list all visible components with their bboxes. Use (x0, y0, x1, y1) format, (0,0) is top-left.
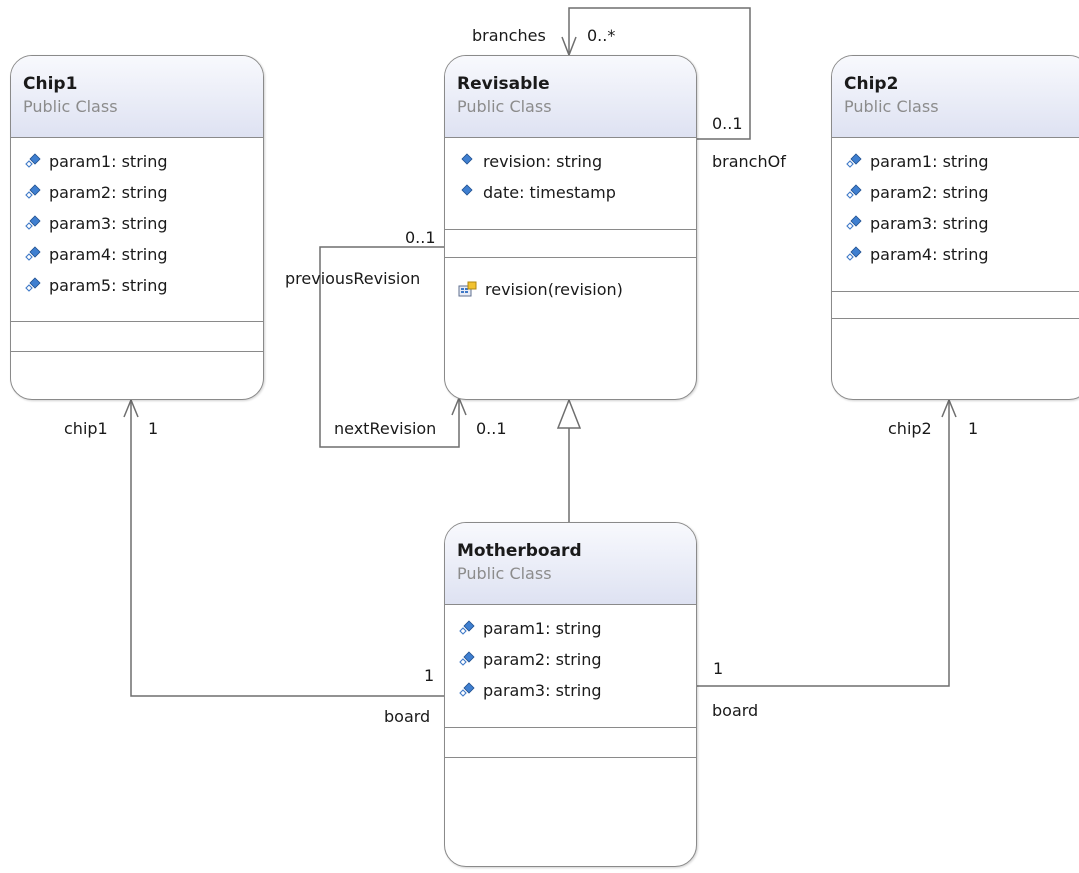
branch-of-multiplicity-label: 0..1 (712, 114, 743, 133)
branch-of-role-label: branchOf (712, 152, 786, 171)
operations-compartment (445, 728, 696, 758)
field-icon (846, 245, 862, 261)
field-icon (459, 681, 475, 697)
attribute-row[interactable]: param5: string (11, 270, 263, 301)
attribute-text: param2: string (49, 183, 168, 202)
field-icon (846, 214, 862, 230)
branches-role-label: branches (472, 26, 546, 45)
class-stereotype: Public Class (844, 97, 939, 116)
attribute-text: param1: string (49, 152, 168, 171)
properties-compartment (445, 230, 696, 258)
attribute-text: param2: string (870, 183, 989, 202)
field-icon (25, 183, 41, 199)
attribute-row[interactable]: param3: string (445, 675, 696, 706)
attribute-row[interactable]: param4: string (832, 239, 1079, 270)
public-field-icon (461, 152, 473, 165)
attribute-row[interactable]: param1: string (832, 146, 1079, 177)
operation-row[interactable]: revision(revision) (445, 274, 696, 305)
field-icon (459, 650, 475, 666)
branches-multiplicity-label: 0..* (587, 26, 616, 45)
chip2-role-label: chip2 (888, 419, 932, 438)
previous-revision-role-label: previousRevision (285, 269, 421, 288)
chip1-role-label: chip1 (64, 419, 108, 438)
class-chip1[interactable]: Chip1 Public Class param1: string param2… (10, 55, 264, 400)
previous-revision-multiplicity-label: 0..1 (405, 228, 436, 247)
field-icon (25, 276, 41, 292)
attribute-row[interactable]: revision: string (445, 146, 696, 177)
class-name: Revisable (457, 74, 550, 94)
class-header: Revisable Public Class (445, 56, 696, 138)
field-icon (25, 214, 41, 230)
attribute-row[interactable]: param1: string (11, 146, 263, 177)
attribute-row[interactable]: param2: string (832, 177, 1079, 208)
field-icon (25, 245, 41, 261)
attribute-text: param4: string (49, 245, 168, 264)
class-stereotype: Public Class (457, 97, 552, 116)
class-stereotype: Public Class (23, 97, 118, 116)
attributes-compartment: revision: string date: timestamp (445, 138, 696, 230)
attribute-text: param1: string (870, 152, 989, 171)
attribute-text: param4: string (870, 245, 989, 264)
attribute-row[interactable]: date: timestamp (445, 177, 696, 208)
class-motherboard[interactable]: Motherboard Public Class param1: string … (444, 522, 697, 867)
field-icon (459, 619, 475, 635)
method-icon (458, 281, 477, 296)
branches-association-line[interactable] (568, 7, 751, 140)
operations-compartment (832, 292, 1079, 319)
field-icon (25, 152, 41, 168)
class-header: Motherboard Public Class (445, 523, 696, 605)
attribute-text: param1: string (483, 619, 602, 638)
attribute-text: revision: string (483, 152, 603, 171)
attribute-text: param3: string (870, 214, 989, 233)
class-name: Chip2 (844, 74, 899, 94)
class-chip2[interactable]: Chip2 Public Class param1: string param2… (831, 55, 1079, 400)
board-right-role-label: board (712, 701, 759, 720)
field-icon (846, 183, 862, 199)
generalization-arrow-icon (556, 397, 582, 429)
chip1-multiplicity-label: 1 (148, 419, 159, 438)
board-left-multiplicity-label: 1 (424, 666, 435, 685)
class-header: Chip2 Public Class (832, 56, 1079, 138)
chip2-arrowhead (941, 398, 957, 418)
attributes-compartment: param1: string param2: string param3: st… (832, 138, 1079, 292)
class-name: Motherboard (457, 541, 582, 561)
revision-association-line[interactable] (319, 246, 460, 448)
attribute-text: param3: string (49, 214, 168, 233)
attribute-row[interactable]: param3: string (832, 208, 1079, 239)
board-left-role-label: board (384, 707, 431, 726)
attribute-text: date: timestamp (483, 183, 616, 202)
attributes-compartment: param1: string param2: string param3: st… (445, 605, 696, 728)
chip1-arrowhead (123, 398, 139, 418)
attribute-row[interactable]: param1: string (445, 613, 696, 644)
next-revision-role-label: nextRevision (334, 419, 437, 438)
attribute-text: param3: string (483, 681, 602, 700)
attribute-row[interactable]: param4: string (11, 239, 263, 270)
field-icon (846, 152, 862, 168)
class-stereotype: Public Class (457, 564, 552, 583)
attribute-text: param5: string (49, 276, 168, 295)
attribute-row[interactable]: param2: string (445, 644, 696, 675)
class-revisable[interactable]: Revisable Public Class revision: string … (444, 55, 697, 400)
attribute-row[interactable]: param2: string (11, 177, 263, 208)
operations-compartment (11, 322, 263, 352)
chip2-multiplicity-label: 1 (968, 419, 979, 438)
operation-text: revision(revision) (485, 280, 623, 299)
chip1-association-line[interactable] (130, 400, 444, 697)
next-revision-multiplicity-label: 0..1 (476, 419, 507, 438)
operations-compartment: revision(revision) (445, 258, 696, 305)
board-right-multiplicity-label: 1 (713, 659, 724, 678)
attribute-row[interactable]: param3: string (11, 208, 263, 239)
attribute-text: param2: string (483, 650, 602, 669)
class-name: Chip1 (23, 74, 78, 94)
chip2-association-line[interactable] (697, 400, 950, 687)
class-header: Chip1 Public Class (11, 56, 263, 138)
attributes-compartment: param1: string param2: string param3: st… (11, 138, 263, 322)
public-field-icon (461, 183, 473, 196)
